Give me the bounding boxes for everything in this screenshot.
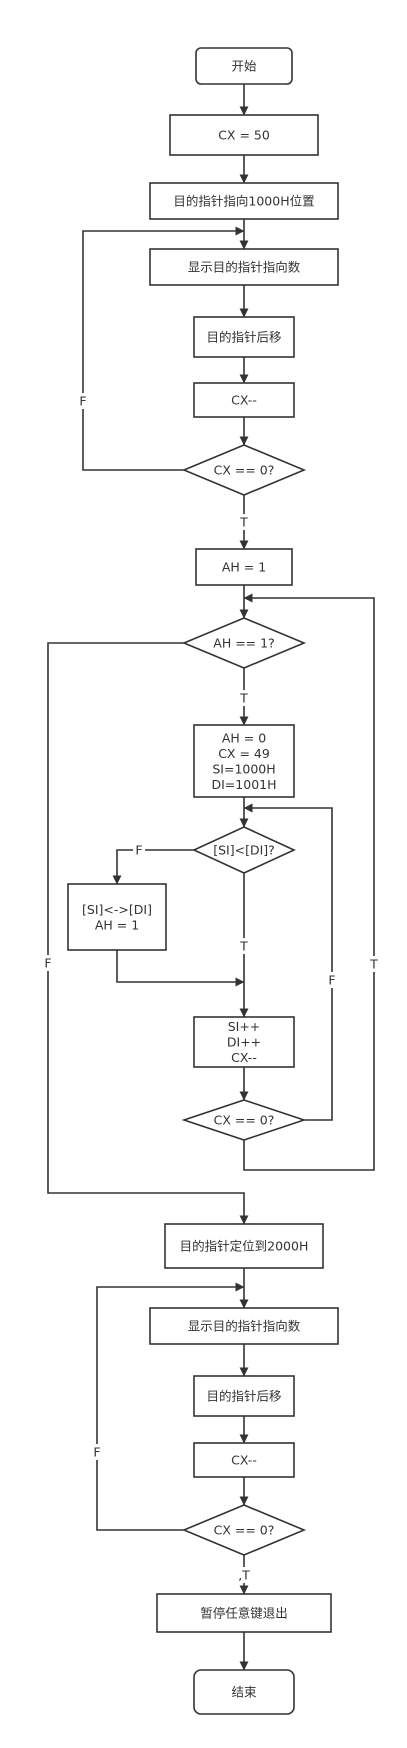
terminal-box — [193, 1669, 295, 1715]
node-dec1: CX-- — [193, 382, 295, 418]
process-box — [193, 724, 295, 798]
process-box — [149, 182, 339, 220]
node-cx50: CX = 50 — [169, 114, 319, 156]
edge-label: ,T — [238, 1568, 250, 1583]
node-text: CX = 50 — [218, 128, 270, 143]
node-back2: 目的指针后移 — [193, 1375, 295, 1417]
process-box — [193, 1016, 295, 1068]
edge-condcmp-swap — [112, 849, 194, 885]
process-box — [149, 1307, 339, 1345]
edge-cond2-condah — [243, 593, 375, 1171]
edge-label-bg — [238, 514, 250, 530]
node-text: CX == 0? — [214, 1523, 275, 1538]
node-text: 开始 — [231, 59, 257, 74]
edge-label: F — [135, 843, 142, 858]
edge-label: T — [239, 515, 248, 530]
edge-label: T — [239, 939, 248, 954]
node-back1: 目的指针后移 — [193, 316, 295, 358]
node-cond2: CX == 0? — [181, 1099, 307, 1141]
node-cond-ah: AH == 1? — [181, 617, 307, 669]
edge-cond1-show1 — [82, 226, 245, 471]
node-text: CX-- — [231, 1453, 257, 1468]
node-text: CX == 0? — [214, 1113, 275, 1128]
edge-cond3-show2 — [96, 1282, 245, 1531]
node-text: [SI]<->[DI] — [82, 902, 152, 917]
edge-label-bg — [326, 972, 338, 988]
edge-label: F — [328, 973, 335, 988]
node-text: 显示目的指针指向数 — [188, 1319, 301, 1334]
edge-label-bg — [238, 938, 250, 954]
node-cond3: CX == 0? — [181, 1504, 307, 1556]
node-text: CX == 0? — [214, 463, 275, 478]
edge-label: F — [79, 394, 86, 409]
node-text: [SI]<[DI]? — [213, 843, 275, 858]
node-cond-cmp: [SI]<[DI]? — [192, 826, 296, 874]
node-swap: [SI]<->[DI]AH = 1 — [67, 883, 167, 951]
node-text: AH == 1? — [213, 636, 274, 651]
node-text: SI++ — [228, 1019, 261, 1034]
node-text: DI=1001H — [212, 777, 277, 792]
node-text: SI=1000H — [212, 761, 275, 776]
edge-labels-layer: F T T F F T F T F ,T — [42, 393, 380, 1583]
process-box — [67, 883, 167, 951]
node-show1: 显示目的指针指向数 — [149, 248, 339, 286]
edge-label: T — [239, 691, 248, 706]
node-text: 目的指针后移 — [206, 330, 281, 345]
terminal-box — [195, 47, 293, 85]
node-text: 目的指针定位到2000H — [180, 1239, 309, 1254]
node-inc: SI++DI++CX-- — [193, 1016, 295, 1068]
node-dest1000: 目的指针指向1000H位置 — [149, 182, 339, 220]
process-box — [193, 1375, 295, 1417]
edge-label: F — [44, 956, 51, 971]
node-start: 开始 — [195, 47, 293, 85]
decision-diamond — [181, 444, 307, 496]
edge-label-bg — [238, 1567, 250, 1583]
edge-label: T — [369, 957, 378, 972]
decision-diamond — [192, 826, 296, 874]
process-box — [193, 1442, 295, 1478]
node-text: CX-- — [231, 393, 257, 408]
node-end: 结束 — [193, 1669, 295, 1715]
node-text: CX-- — [231, 1050, 257, 1065]
node-text: AH = 0 — [222, 730, 266, 745]
process-box — [193, 316, 295, 358]
decision-diamond — [181, 617, 307, 669]
process-box — [169, 114, 319, 156]
edge-label-bg — [368, 956, 380, 972]
node-text: 目的指针指向1000H位置 — [173, 194, 314, 209]
node-text: AH = 1 — [222, 560, 266, 575]
node-text: 结束 — [231, 1685, 257, 1700]
edge-label-bg — [77, 393, 89, 409]
edge-label: F — [93, 1445, 100, 1460]
node-text: 显示目的指针指向数 — [188, 260, 301, 275]
node-dest2000: 目的指针定位到2000H — [164, 1223, 324, 1269]
process-box — [164, 1223, 324, 1269]
edge-condah-dest2000 — [47, 642, 249, 1225]
node-text: 目的指针后移 — [206, 1389, 281, 1404]
node-text: 暂停任意键退出 — [200, 1606, 288, 1621]
node-cond1: CX == 0? — [181, 444, 307, 496]
edge-label-bg — [238, 690, 250, 706]
node-ah1: AH = 1 — [195, 548, 293, 586]
decision-diamond — [181, 1504, 307, 1556]
node-text: DI++ — [227, 1035, 261, 1050]
node-text: CX = 49 — [218, 746, 270, 761]
edge-label-bg — [133, 842, 145, 858]
process-box — [149, 248, 339, 286]
process-box — [193, 382, 295, 418]
decision-diamond — [181, 1099, 307, 1141]
edge-label-bg — [42, 955, 54, 971]
process-box — [156, 1593, 332, 1633]
node-text: AH = 1 — [95, 917, 139, 932]
node-dec2: CX-- — [193, 1442, 295, 1478]
edge-label-bg — [91, 1444, 103, 1460]
edge-cond2-condcmp — [243, 803, 333, 1121]
process-box — [195, 548, 293, 586]
node-show2: 显示目的指针指向数 — [149, 1307, 339, 1345]
node-pause: 暂停任意键退出 — [156, 1593, 332, 1633]
edge-swap-inc — [116, 950, 245, 987]
